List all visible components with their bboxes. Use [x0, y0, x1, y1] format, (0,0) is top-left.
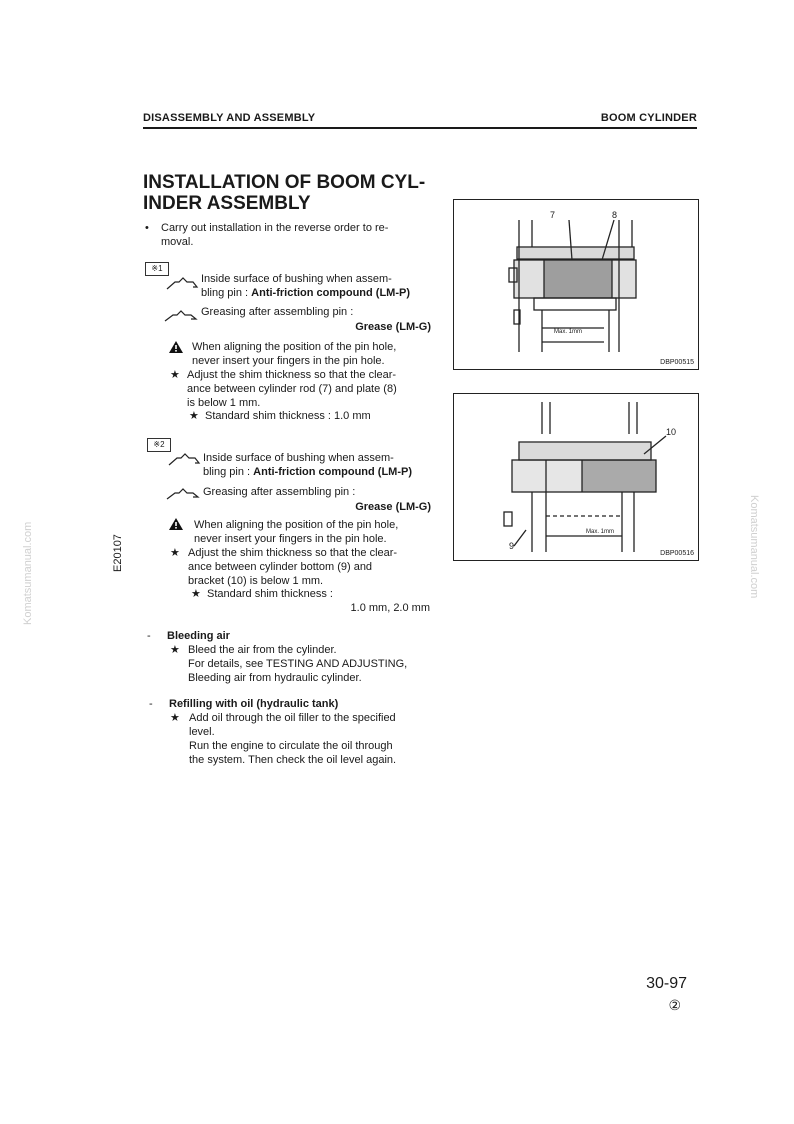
s1-grease-line-2: Grease (LM-G) [355, 321, 431, 333]
s1-adjust-line-2: ance between cylinder rod (7) and plate … [187, 383, 397, 395]
figure-1-drawing [508, 219, 637, 352]
figure-2-dim: Max. 1mm [586, 529, 615, 535]
intro-bullet: • [145, 222, 149, 234]
intro-text: Carry out installation in the reverse or… [161, 221, 431, 249]
bleeding-line-3: Bleeding air from hydraulic cylinder. [188, 672, 362, 684]
s2-adjust-line-3: bracket (10) is below 1 mm. [188, 575, 324, 587]
dash-bullet: - [149, 698, 153, 710]
bleeding-line-2: For details, see TESTING AND ADJUSTING, [188, 658, 408, 670]
refilling-line-4: the system. Then check the oil level aga… [189, 754, 397, 766]
figure-boom-rod-end: 7 8 Max. 1mm DBP00515 [453, 199, 699, 370]
s2-bushing-prefix: bling pin : [203, 466, 254, 478]
star-icon: ★ [191, 588, 201, 600]
s2-bushing-line-1: Inside surface of bushing when assem- [203, 452, 394, 464]
s2-warning-line-1: When aligning the position of the pin ho… [194, 519, 399, 531]
s1-warning-text: When aligning the position of the pin ho… [192, 340, 432, 368]
refilling-heading: Refilling with oil (hydraulic tank) [169, 698, 339, 710]
s2-adjust-line-1: Adjust the shim thickness so that the cl… [188, 547, 398, 559]
note-tag-2: ※2 [147, 438, 171, 452]
star-icon: ★ [170, 644, 180, 656]
s2-grease-line-2: Grease (LM-G) [355, 501, 431, 513]
s1-warning-line-2: never insert your fingers in the pin hol… [192, 355, 385, 367]
watermark-right: Komatsumanual.com [748, 495, 760, 599]
intro-line-2: moval. [161, 236, 194, 248]
refilling-line-1: Add oil through the oil filler to the sp… [189, 712, 396, 724]
grease-gun-icon [168, 453, 201, 466]
watermark-left: Komatsumanual.com [22, 521, 34, 625]
figure-1-label-8: 8 [612, 210, 618, 220]
warning-triangle-icon [169, 518, 183, 530]
star-icon: ★ [170, 369, 180, 381]
star-icon: ★ [170, 712, 180, 724]
side-document-code: E20107 [112, 534, 124, 572]
page-title: INSTALLATION OF BOOM CYL- INDER ASSEMBLY [143, 172, 433, 214]
intro-line-1: Carry out installation in the reverse or… [161, 222, 389, 234]
s2-adjust-line-2: ance between cylinder bottom (9) and [188, 561, 373, 573]
s2-standard-shim-label: Standard shim thickness : [207, 588, 333, 600]
bleeding-heading: Bleeding air [167, 630, 230, 642]
grease-gun-icon [166, 277, 199, 290]
refilling-text: Add oil through the oil filler to the sp… [189, 711, 439, 767]
s2-bushing-compound: Anti-friction compound (LM-P) [253, 466, 413, 478]
s1-bushing-line-2: bling pin : Anti-friction compound (LM-P… [201, 286, 431, 300]
star-icon: ★ [189, 410, 199, 422]
bleeding-line-1: Bleed the air from the cylinder. [188, 644, 337, 656]
s1-warning-line-1: When aligning the position of the pin ho… [192, 341, 397, 353]
refilling-line-2: level. [189, 726, 215, 738]
s1-standard-shim: Standard shim thickness : 1.0 mm [205, 410, 371, 422]
s1-adjust-line-1: Adjust the shim thickness so that the cl… [187, 369, 397, 381]
dash-bullet: - [147, 630, 151, 642]
s1-bushing-compound: Anti-friction compound (LM-P) [251, 287, 411, 299]
title-line-1: INSTALLATION OF BOOM CYL- [143, 172, 426, 193]
s2-adjust-text: Adjust the shim thickness so that the cl… [188, 546, 433, 588]
s2-warning-line-2: never insert your fingers in the pin hol… [194, 533, 387, 545]
refilling-line-3: Run the engine to circulate the oil thro… [189, 740, 393, 752]
header-left: DISASSEMBLY AND ASSEMBLY [143, 112, 316, 124]
title-line-2: INDER ASSEMBLY [143, 193, 311, 214]
figure-2-drawing [503, 402, 667, 552]
s2-bushing-line-2: bling pin : Anti-friction compound (LM-P… [203, 465, 433, 479]
s1-bushing-line-1: Inside surface of bushing when assem- [201, 273, 392, 285]
figure-2-label-10: 10 [666, 427, 677, 437]
s1-adjust-text: Adjust the shim thickness so that the cl… [187, 368, 432, 410]
page-number: 30-97 [646, 975, 687, 992]
header-rule [143, 127, 697, 129]
figure-1-code: DBP00515 [660, 359, 694, 366]
s2-grease-line-1: Greasing after assembling pin : [203, 486, 356, 498]
s2-standard-shim-values: 1.0 mm, 2.0 mm [350, 602, 430, 614]
figure-1-dim: Max. 1mm [554, 329, 583, 335]
figure-boom-bottom-end: 10 9 Max. 1mm DBP00516 [453, 393, 699, 561]
figure-1-label-7: 7 [550, 210, 556, 220]
revision-mark: ② [668, 997, 681, 1013]
s1-bushing-prefix: bling pin : [201, 287, 252, 299]
header-right: BOOM CYLINDER [600, 112, 697, 124]
s2-warning-text: When aligning the position of the pin ho… [194, 518, 434, 546]
warning-triangle-icon [169, 341, 183, 353]
figure-2-label-9: 9 [509, 541, 515, 551]
grease-gun-icon [166, 488, 200, 500]
grease-gun-icon [164, 310, 198, 322]
s1-bushing-text: Inside surface of bushing when assem- bl… [201, 272, 431, 300]
star-icon: ★ [170, 547, 180, 559]
figure-2-code: DBP00516 [660, 550, 694, 557]
s1-adjust-line-3: is below 1 mm. [187, 397, 261, 409]
bleeding-text: Bleed the air from the cylinder. For det… [188, 643, 438, 685]
note-tag-1: ※1 [145, 262, 169, 276]
s2-bushing-text: Inside surface of bushing when assem- bl… [203, 451, 433, 479]
s1-grease-line-1: Greasing after assembling pin : [201, 306, 354, 318]
